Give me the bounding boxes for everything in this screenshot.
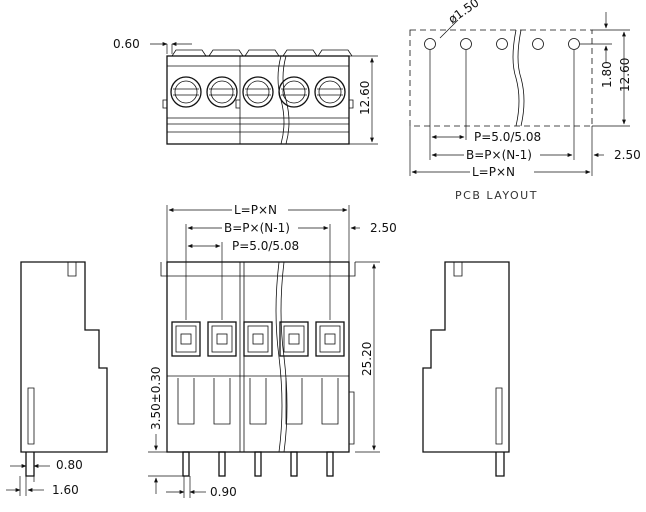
pin-gap-label: 0.90 bbox=[210, 485, 237, 499]
pin-2 bbox=[218, 451, 226, 477]
top-height-label: 12.60 bbox=[358, 81, 372, 115]
slot-2 bbox=[213, 378, 231, 425]
pcb-pitch-label: P=5.0/5.08 bbox=[474, 130, 541, 144]
pin-tail-label: 1.60 bbox=[52, 483, 79, 497]
wire-window-5 bbox=[315, 321, 345, 357]
left-side-view: 0.80 1.60 bbox=[6, 261, 108, 497]
row-offset-label: 1.80 bbox=[600, 61, 614, 88]
layout-height-label: 12.60 bbox=[618, 58, 632, 92]
pcb-layout-view: ø1.50 1.80 12.60 P=5.0/5.08 B=P×(N-1) 2.… bbox=[409, 0, 641, 202]
slot-4 bbox=[285, 378, 303, 425]
wire-window-3 bbox=[243, 321, 273, 357]
front-view-windows bbox=[171, 321, 345, 357]
pcb-outline bbox=[409, 29, 593, 127]
pcb-span-label: B=P×(N-1) bbox=[466, 148, 532, 162]
screw-1 bbox=[170, 76, 202, 108]
wire-window-4 bbox=[279, 321, 309, 357]
front-view-pins bbox=[182, 451, 334, 477]
pin-1 bbox=[182, 451, 190, 477]
front-pitch-label: P=5.0/5.08 bbox=[232, 239, 299, 253]
pcb-break-line bbox=[512, 29, 520, 127]
screw-5 bbox=[314, 76, 346, 108]
pin-5 bbox=[326, 451, 334, 477]
right-side-view bbox=[422, 261, 510, 477]
right-side-body bbox=[422, 261, 510, 453]
screw-2 bbox=[206, 76, 238, 108]
top-view: 0.60 12.60 bbox=[113, 37, 378, 145]
pcb-length-label: L=P×N bbox=[472, 165, 515, 179]
slot-3 bbox=[249, 378, 267, 425]
pin-length-label: 3.50±0.30 bbox=[149, 367, 163, 431]
front-height-label: 25.20 bbox=[360, 342, 374, 376]
front-break-line bbox=[275, 261, 283, 453]
pcb-holes bbox=[424, 38, 580, 50]
hole-diameter-label: ø1.50 bbox=[446, 0, 482, 26]
wire-window-2 bbox=[207, 321, 237, 357]
slot-5 bbox=[321, 378, 339, 425]
top-view-screws bbox=[170, 76, 346, 108]
pcb-hole-4 bbox=[532, 38, 544, 50]
screw-4 bbox=[278, 76, 310, 108]
pcb-hole-2 bbox=[460, 38, 472, 50]
front-view: L=P×N B=P×(N-1) 2.50 P=5.0/5.08 25.20 3.… bbox=[148, 203, 397, 499]
pcb-hole-5 bbox=[568, 38, 580, 50]
pin-width-label: 0.80 bbox=[56, 458, 83, 472]
front-end-label: 2.50 bbox=[370, 221, 397, 235]
front-span-label: B=P×(N-1) bbox=[224, 221, 290, 235]
wire-window-1 bbox=[171, 321, 201, 357]
slot-1 bbox=[177, 378, 195, 425]
pcb-hole-3 bbox=[496, 38, 508, 50]
pin-3 bbox=[254, 451, 262, 477]
pcb-end-label: 2.50 bbox=[614, 148, 641, 162]
screw-3 bbox=[242, 76, 274, 108]
top-view-break-line bbox=[277, 55, 285, 145]
top-view-latches bbox=[171, 49, 353, 57]
pin-4 bbox=[290, 451, 298, 477]
left-side-body bbox=[20, 261, 108, 453]
pcb-layout-caption: PCB LAYOUT bbox=[455, 189, 538, 202]
front-length-label: L=P×N bbox=[234, 203, 277, 217]
pcb-hole-1 bbox=[424, 38, 436, 50]
top-view-body bbox=[166, 55, 350, 145]
front-view-slots bbox=[167, 375, 349, 425]
pin-offset-label: 0.60 bbox=[113, 37, 140, 51]
